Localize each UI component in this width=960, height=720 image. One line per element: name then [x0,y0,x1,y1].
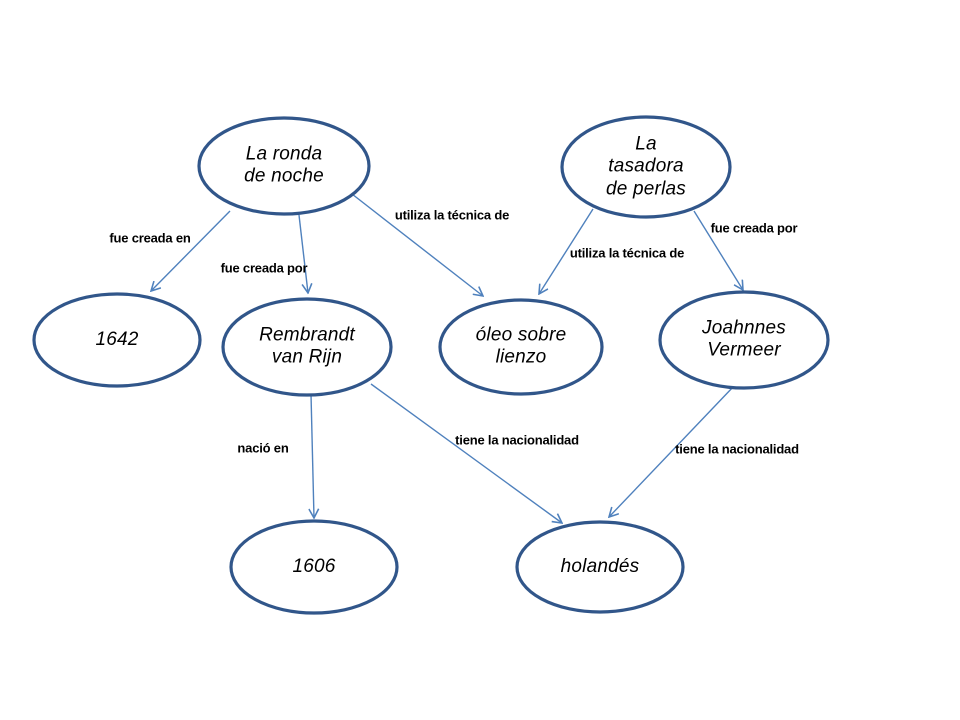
node-label-holandes: holandés [560,555,640,577]
edge-la-tasadora-to-vermeer [693,210,743,290]
node-ellipse-rembrandt-van-rijn [221,297,393,397]
edge-label-fue-creada-por-right: fue creada por [710,220,798,236]
edge-label-utiliza-la-tecnica-de-left: utiliza la técnica de [394,207,510,223]
node-ellipse-1606 [229,519,399,615]
node-label-oleo-sobre-lienzo: óleo sobre lienzo [475,324,567,368]
edge-rembrandt-to-holandes [370,383,562,523]
node-ellipse-la-tasadora-de-perlas [560,115,732,219]
node-label-1606: 1606 [292,555,336,577]
node-ellipse-oleo-sobre-lienzo [438,298,604,396]
edge-label-tiene-la-nacionalidad-left: tiene la nacionalidad [455,432,579,448]
node-label-1642: 1642 [95,328,139,350]
edge-label-utiliza-la-tecnica-de-right: utiliza la técnica de [569,245,685,261]
node-ellipse-joahnnes-vermeer [658,290,830,390]
node-label-la-tasadora-de-perlas: La tasadora de perlas [606,133,686,200]
node-ellipse-1642 [32,292,202,388]
edge-la-ronda-to-rembrandt [298,214,308,293]
edge-label-fue-creada-en: fue creada en [109,230,191,246]
edge-label-nacio-en: nació en [237,440,289,456]
node-label-la-ronda-de-noche: La ronda de noche [244,143,324,187]
node-label-joahnnes-vermeer: Joahnnes Vermeer [701,317,787,361]
node-label-rembrandt-van-rijn: Rembrandt van Rijn [259,324,355,368]
edge-vermeer-to-holandes [609,385,735,517]
node-ellipse-holandes [515,520,685,614]
edge-rembrandt-to-1606 [311,393,314,518]
node-ellipse-la-ronda-de-noche [197,116,371,216]
edge-la-ronda-to-oleo [351,193,483,296]
edge-label-fue-creada-por-left: fue creada por [220,260,308,276]
edge-la-ronda-to-1642 [151,210,231,291]
edge-label-tiene-la-nacionalidad-right: tiene la nacionalidad [675,441,799,457]
edge-la-tasadora-to-oleo [539,208,594,294]
